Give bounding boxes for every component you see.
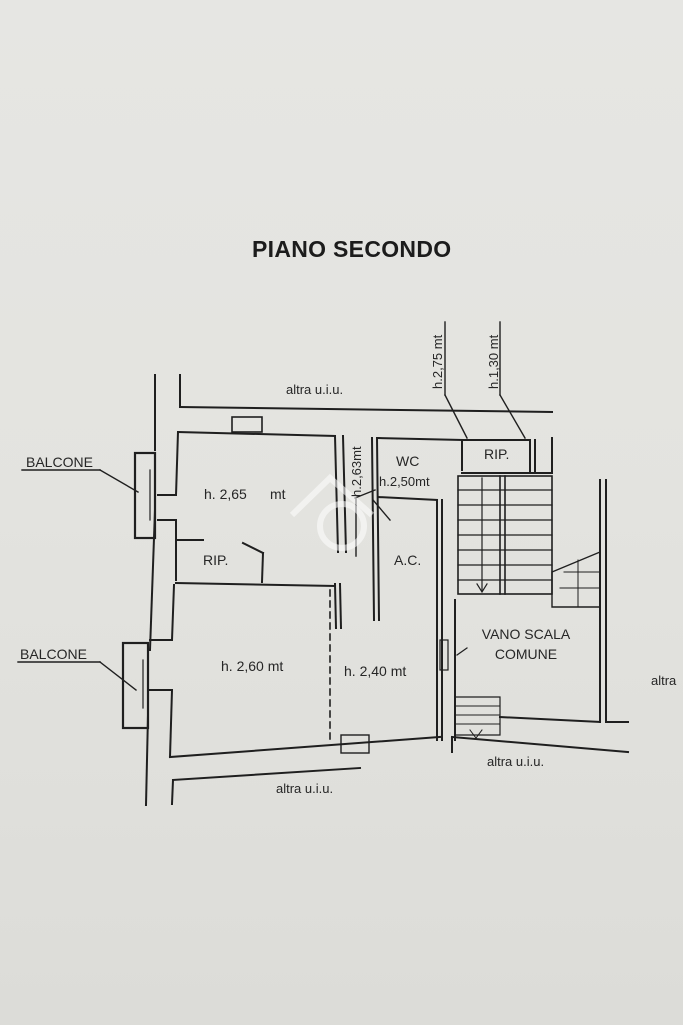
- ac-label: A.C.: [394, 552, 422, 568]
- plan-title: PIANO SECONDO: [252, 236, 452, 262]
- boundary-top: [178, 405, 554, 414]
- height-265-unit: mt: [270, 486, 286, 502]
- height-275-label: h.2,75 mt: [430, 334, 445, 389]
- altra-right-label: altra: [651, 673, 677, 688]
- vano-scala-line2: COMUNE: [494, 646, 558, 662]
- balcone-bottom-label: BALCONE: [20, 646, 87, 662]
- altra-uiu-top-label: altra u.i.u.: [286, 382, 344, 397]
- height-265-label: h. 2,65: [204, 486, 247, 502]
- height-263-label: h.2,63mt: [349, 446, 364, 497]
- wall-top-inner: [176, 430, 337, 438]
- balcone-top-label: BALCONE: [26, 454, 93, 470]
- rip-top-label: RIP.: [484, 446, 510, 462]
- height-260-label: h. 2,60 mt: [221, 658, 284, 674]
- height-130-label: h.1,30 mt: [486, 334, 501, 389]
- wall-mid: [174, 581, 337, 588]
- altra-uiu-bottom-right-label: altra u.i.u.: [487, 754, 545, 769]
- watermark-logo: [289, 473, 374, 551]
- rip-left-label: RIP.: [203, 552, 229, 568]
- height-240-label: h. 2,40 mt: [344, 663, 407, 679]
- vano-scala-line1: VANO SCALA: [481, 626, 571, 642]
- wc-label: WC: [396, 453, 420, 469]
- vano-scala-label: VANO SCALA COMUNE: [474, 624, 578, 664]
- wall-bottom: [168, 735, 442, 759]
- altra-uiu-bottom-left-label: altra u.i.u.: [276, 781, 334, 796]
- height-250-label: h.2,50mt: [379, 474, 430, 489]
